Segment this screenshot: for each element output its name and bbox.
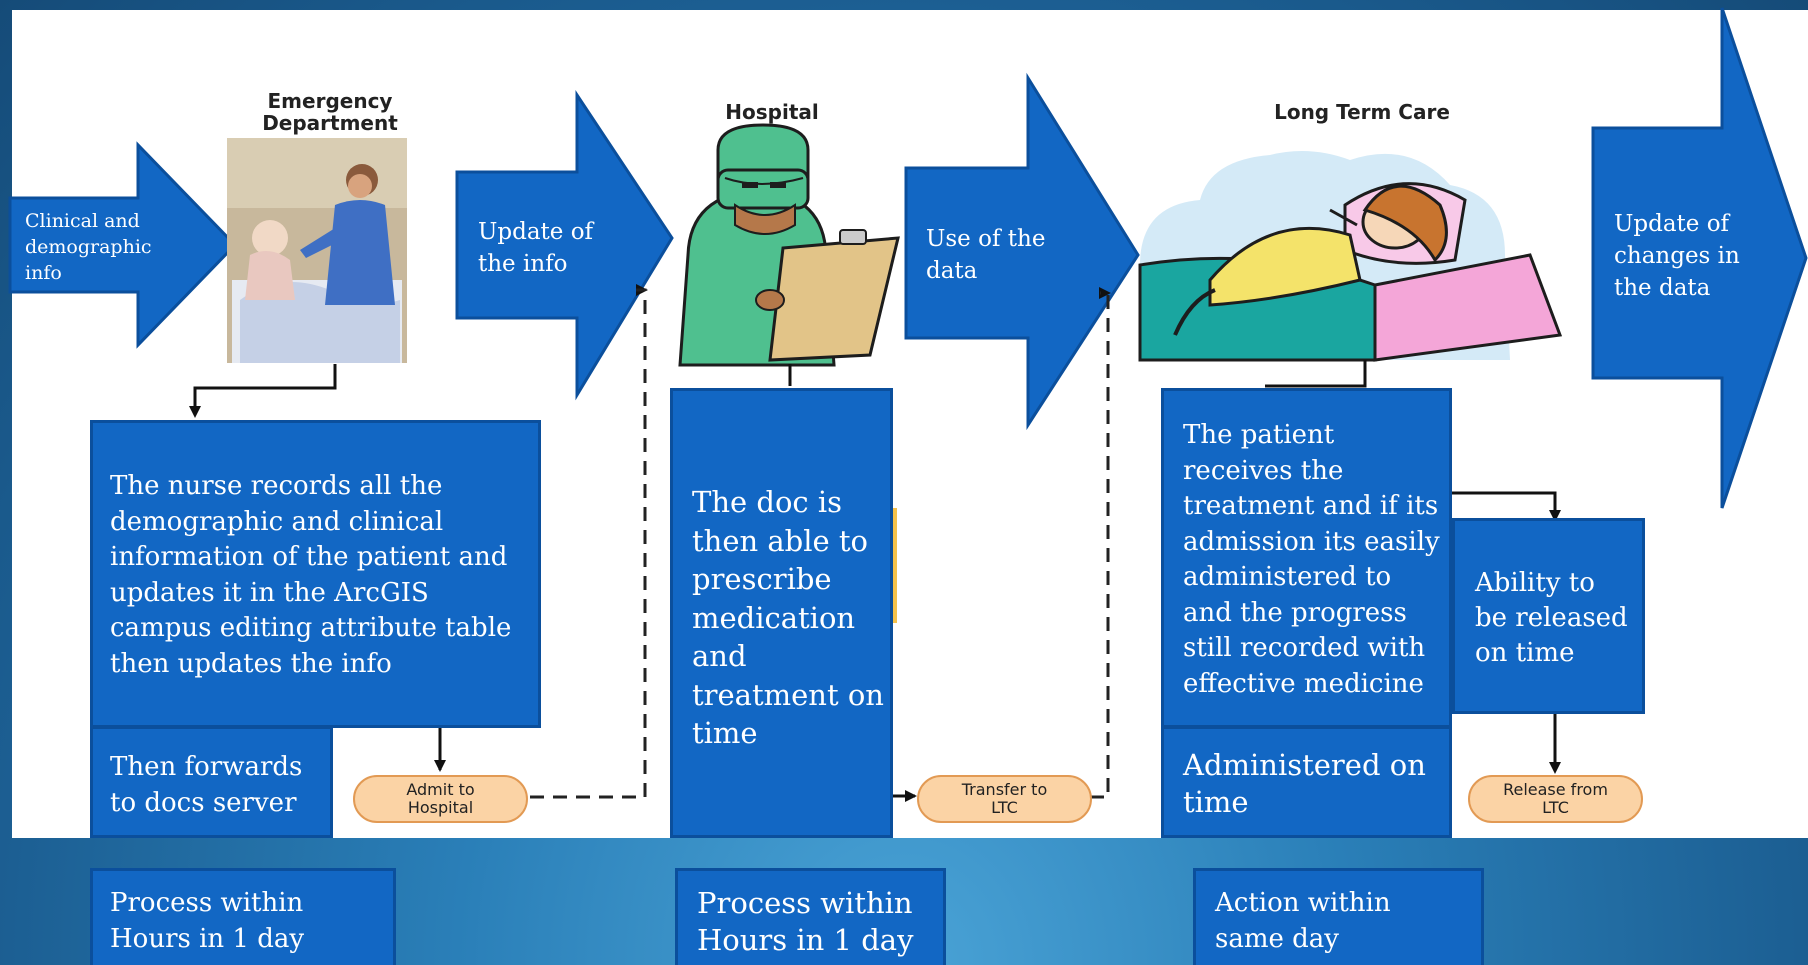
- patient-treatment-text: The patient receives the treatment and i…: [1183, 420, 1440, 699]
- flow-arrow-1: [8, 141, 238, 349]
- footer-box-hospital: Process within Hours in 1 day: [675, 868, 946, 965]
- connector-lines: [193, 360, 1557, 798]
- doc-prescribes-text: The doc is then able to prescribe medica…: [692, 485, 884, 750]
- dashed-connectors: [530, 288, 1110, 799]
- footer-text-hospital: Process within Hours in 1 day: [697, 886, 914, 957]
- arrow-label-clinical: Clinical and demographic info: [25, 210, 152, 284]
- pill-release-from-ltc: Release from LTC: [1468, 775, 1643, 823]
- nurse-records-text: The nurse records all the demographic an…: [110, 471, 512, 679]
- pill-transfer-to-ltc: Transfer to LTC: [917, 775, 1092, 823]
- footer-text-emergency: Process within Hours in 1 day: [110, 888, 305, 954]
- flow-arrow-2: [455, 90, 674, 401]
- box-released: Ability to be released on time: [1452, 518, 1645, 714]
- arrow-label-update: Update of the info: [478, 219, 594, 277]
- arrow-label-changes: Update of changes in the data: [1614, 211, 1740, 301]
- pill-admit-to-hospital: Admit to Hospital: [353, 775, 528, 823]
- arrow-label-use: Use of the data: [926, 226, 1046, 284]
- flow-arrow-4: [1591, 7, 1808, 509]
- box-nurse-records: The nurse records all the demographic an…: [90, 420, 541, 728]
- administered-text: Administered on time: [1183, 748, 1426, 819]
- forwards-text: Then forwards to docs server: [110, 752, 303, 818]
- stage-title-emergency: Emergency Department: [262, 89, 398, 135]
- flow-arrow-3: [904, 72, 1140, 431]
- nurse-patient-illustration: [227, 138, 407, 363]
- stage-title-ltc: Long Term Care: [1274, 100, 1450, 124]
- footer-box-ltc: Action within same day: [1193, 868, 1484, 965]
- box-doc-prescribes: The doc is then able to prescribe medica…: [670, 388, 893, 838]
- footer-text-ltc: Action within same day: [1215, 888, 1391, 954]
- released-text: Ability to be released on time: [1475, 568, 1628, 668]
- stage-title-hospital: Hospital: [725, 100, 819, 124]
- box-administered: Administered on time: [1161, 726, 1452, 838]
- doctor-illustration: [678, 123, 900, 367]
- box-patient-treatment: The patient receives the treatment and i…: [1161, 388, 1452, 728]
- yellow-accent: [893, 508, 897, 623]
- patient-in-bed-illustration: [1138, 151, 1563, 362]
- footer-box-emergency: Process within Hours in 1 day: [90, 868, 396, 965]
- box-forwards: Then forwards to docs server: [90, 726, 333, 838]
